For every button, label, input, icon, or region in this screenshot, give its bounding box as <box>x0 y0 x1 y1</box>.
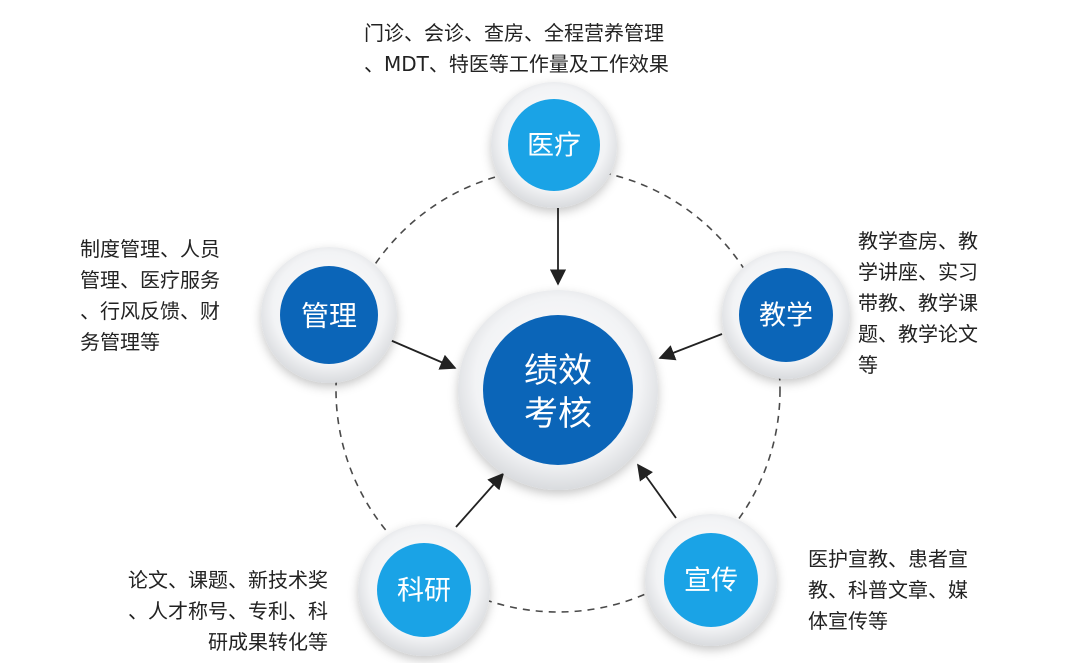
arrow-research-to-center <box>455 472 505 528</box>
description-line: 体宣传等 <box>808 609 888 633</box>
description-line: 制度管理、人员 <box>80 237 220 261</box>
center-node: 绩效 考核 <box>458 290 658 490</box>
description-teaching: 教学查房、教 学讲座、实习 带教、教学课 题、教学论文 等 <box>858 226 1008 381</box>
node-teaching: 教学 <box>722 251 850 379</box>
node-teaching-label: 教学 <box>759 301 813 332</box>
description-line: 等 <box>858 353 878 377</box>
node-medical-label: 医疗 <box>527 131 581 162</box>
node-management: 管理 <box>261 247 397 383</box>
center-label-line1: 绩效 <box>524 351 592 391</box>
center-label-line2: 考核 <box>524 394 592 434</box>
node-publicity-label: 宣传 <box>684 566 738 597</box>
description-line: 医护宣教、患者宣 <box>808 547 968 571</box>
arrow-publicity-to-center <box>637 463 677 519</box>
description-line: 学讲座、实习 <box>858 260 978 284</box>
node-research-label: 科研 <box>397 576 451 607</box>
node-medical: 医疗 <box>491 82 617 208</box>
description-line: 题、教学论文 <box>858 322 978 346</box>
node-publicity: 宣传 <box>645 514 777 646</box>
description-line: 研成果转化等 <box>208 630 328 654</box>
description-line: 教学查房、教 <box>858 229 978 253</box>
node-management-label: 管理 <box>301 300 357 333</box>
description-management: 制度管理、人员 管理、医疗服务 、行风反馈、财 务管理等 <box>80 234 255 358</box>
description-line: 带教、教学课 <box>858 291 978 315</box>
arrow-teaching-to-center <box>658 333 723 361</box>
description-medical: 门诊、会诊、查房、全程营养管理 、MDT、特医等工作量及工作效果 <box>364 18 734 80</box>
arrow-management-to-center <box>389 339 457 370</box>
description-line: 、MDT、特医等工作量及工作效果 <box>364 52 669 76</box>
description-line: 门诊、会诊、查房、全程营养管理 <box>364 21 664 45</box>
description-line: 管理、医疗服务 <box>80 268 220 292</box>
description-publicity: 医护宣教、患者宣 教、科普文章、媒 体宣传等 <box>808 544 1008 637</box>
description-line: 务管理等 <box>80 330 160 354</box>
node-research: 科研 <box>358 524 490 656</box>
description-line: 论文、课题、新技术奖 <box>128 568 328 592</box>
description-line: 、人才称号、专利、科 <box>128 599 328 623</box>
description-line: 、行风反馈、财 <box>80 299 220 323</box>
description-research: 论文、课题、新技术奖 、人才称号、专利、科 研成果转化等 <box>80 565 328 658</box>
description-line: 教、科普文章、媒 <box>808 578 968 602</box>
